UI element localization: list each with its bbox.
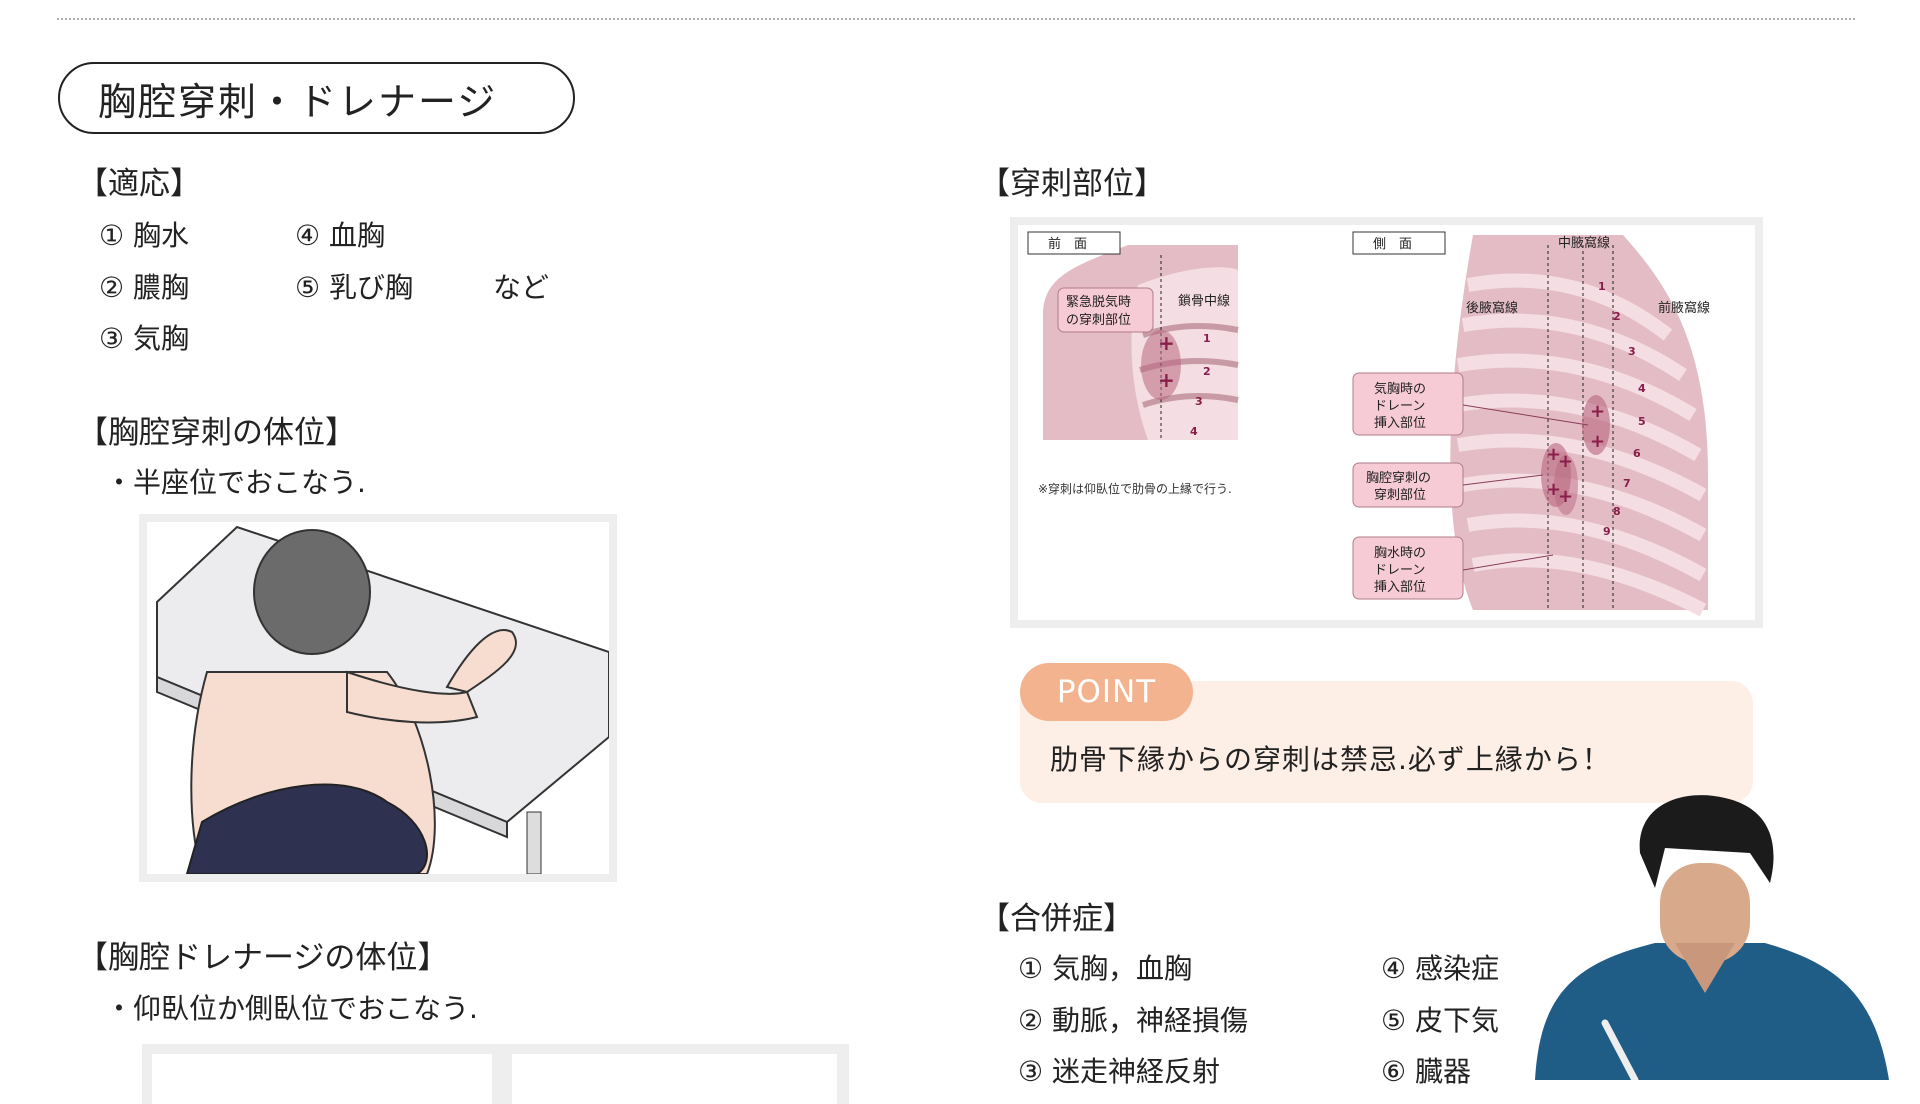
svg-text:+: + [1158, 331, 1175, 355]
drainage-illustrations [142, 1044, 849, 1104]
complication-item: ② 動脈，神経損傷 [1018, 1004, 1249, 1037]
svg-text:+: + [1546, 444, 1561, 465]
drainage-position-text: ・仰臥位か側臥位でおこなう. [105, 992, 478, 1025]
pneumothorax-drain-label: 挿入部位 [1374, 416, 1426, 431]
thoracentesis-site-label: 胸腔穿刺の [1366, 470, 1431, 486]
svg-text:+: + [1590, 401, 1605, 422]
site-heading: 【穿刺部位】 [979, 166, 1165, 202]
page-title: 胸腔穿刺・ドレナージ [58, 62, 575, 134]
rib-number: 4 [1638, 382, 1646, 395]
rib-number: 3 [1628, 345, 1636, 358]
rib-number: 6 [1633, 447, 1641, 460]
midclavicular-line-label: 鎖骨中線 [1178, 293, 1230, 309]
indication-item: ⑤ 乳び胸 [295, 271, 414, 304]
rib-number: 7 [1623, 477, 1631, 490]
point-text: 肋骨下縁からの穿刺は禁忌.必ず上縁から！ [1050, 743, 1611, 776]
effusion-drain-label: ドレーン [1374, 563, 1425, 578]
svg-text:+: + [1558, 451, 1573, 472]
complication-item: ⑤ 皮下気 [1381, 1004, 1500, 1037]
posterior-axillary-label: 後腋窩線 [1466, 300, 1518, 316]
drainage-illustration-left [152, 1054, 492, 1104]
complications-heading: 【合併症】 [979, 901, 1134, 937]
side-view-label: 側 面 [1373, 237, 1412, 252]
diagram-note: ※穿刺は仰臥位で肋骨の上縁で行う. [1038, 481, 1232, 496]
rib-number: 9 [1603, 525, 1611, 538]
point-badge: POINT [1020, 663, 1193, 721]
front-view-label: 前 面 [1048, 236, 1087, 252]
svg-text:+: + [1558, 486, 1573, 507]
emergency-label: 緊急脱気時 [1066, 294, 1131, 310]
pneumothorax-drain-label: 気胸時の [1374, 381, 1426, 397]
indication-item: ④ 血胸 [295, 219, 386, 252]
anterior-axillary-label: 前腋窩線 [1658, 300, 1710, 316]
emergency-label: の穿刺部位 [1066, 312, 1131, 328]
rib-number: 1 [1203, 332, 1211, 345]
indication-item: ① 胸水 [99, 219, 190, 252]
svg-text:+: + [1158, 368, 1175, 392]
rib-number: 5 [1638, 415, 1646, 428]
presenter-video-overlay [1535, 793, 1889, 1084]
mid-axillary-label: 中腋窩線 [1558, 235, 1610, 251]
rib-number: 8 [1613, 505, 1621, 518]
puncture-site-diagram: + + 前 面 緊急脱気時 の穿刺部位 鎖骨中線 1 2 3 4 ※穿刺は仰臥位… [1010, 217, 1763, 628]
drainage-illustration-right [512, 1054, 837, 1104]
top-divider [57, 18, 1855, 20]
rib-number: 2 [1203, 365, 1211, 378]
effusion-drain-label: 胸水時の [1374, 546, 1426, 561]
drainage-position-heading: 【胸腔ドレナージの体位】 [77, 940, 449, 976]
puncture-position-heading: 【胸腔穿刺の体位】 [77, 415, 356, 451]
complication-item: ④ 感染症 [1381, 952, 1500, 985]
pneumothorax-drain-label: ドレーン [1374, 399, 1425, 414]
thoracentesis-site-label: 穿刺部位 [1374, 487, 1426, 503]
rib-number: 4 [1190, 425, 1198, 438]
indication-suffix: など [493, 271, 550, 304]
complication-item: ① 気胸，血胸 [1018, 952, 1193, 985]
indications-heading: 【適応】 [77, 166, 201, 202]
puncture-position-text: ・半座位でおこなう. [105, 466, 366, 499]
effusion-drain-label: 挿入部位 [1374, 580, 1426, 595]
indication-item: ② 膿胸 [99, 271, 190, 304]
svg-text:+: + [1590, 431, 1605, 452]
rib-number: 3 [1195, 395, 1203, 408]
svg-text:+: + [1546, 479, 1561, 500]
rib-number: 1 [1598, 280, 1606, 293]
complication-item: ⑥ 臓器 [1381, 1055, 1472, 1088]
semi-sitting-illustration [139, 514, 617, 882]
rib-number: 2 [1613, 310, 1621, 323]
complication-item: ③ 迷走神経反射 [1018, 1055, 1221, 1088]
indication-item: ③ 気胸 [99, 322, 190, 355]
